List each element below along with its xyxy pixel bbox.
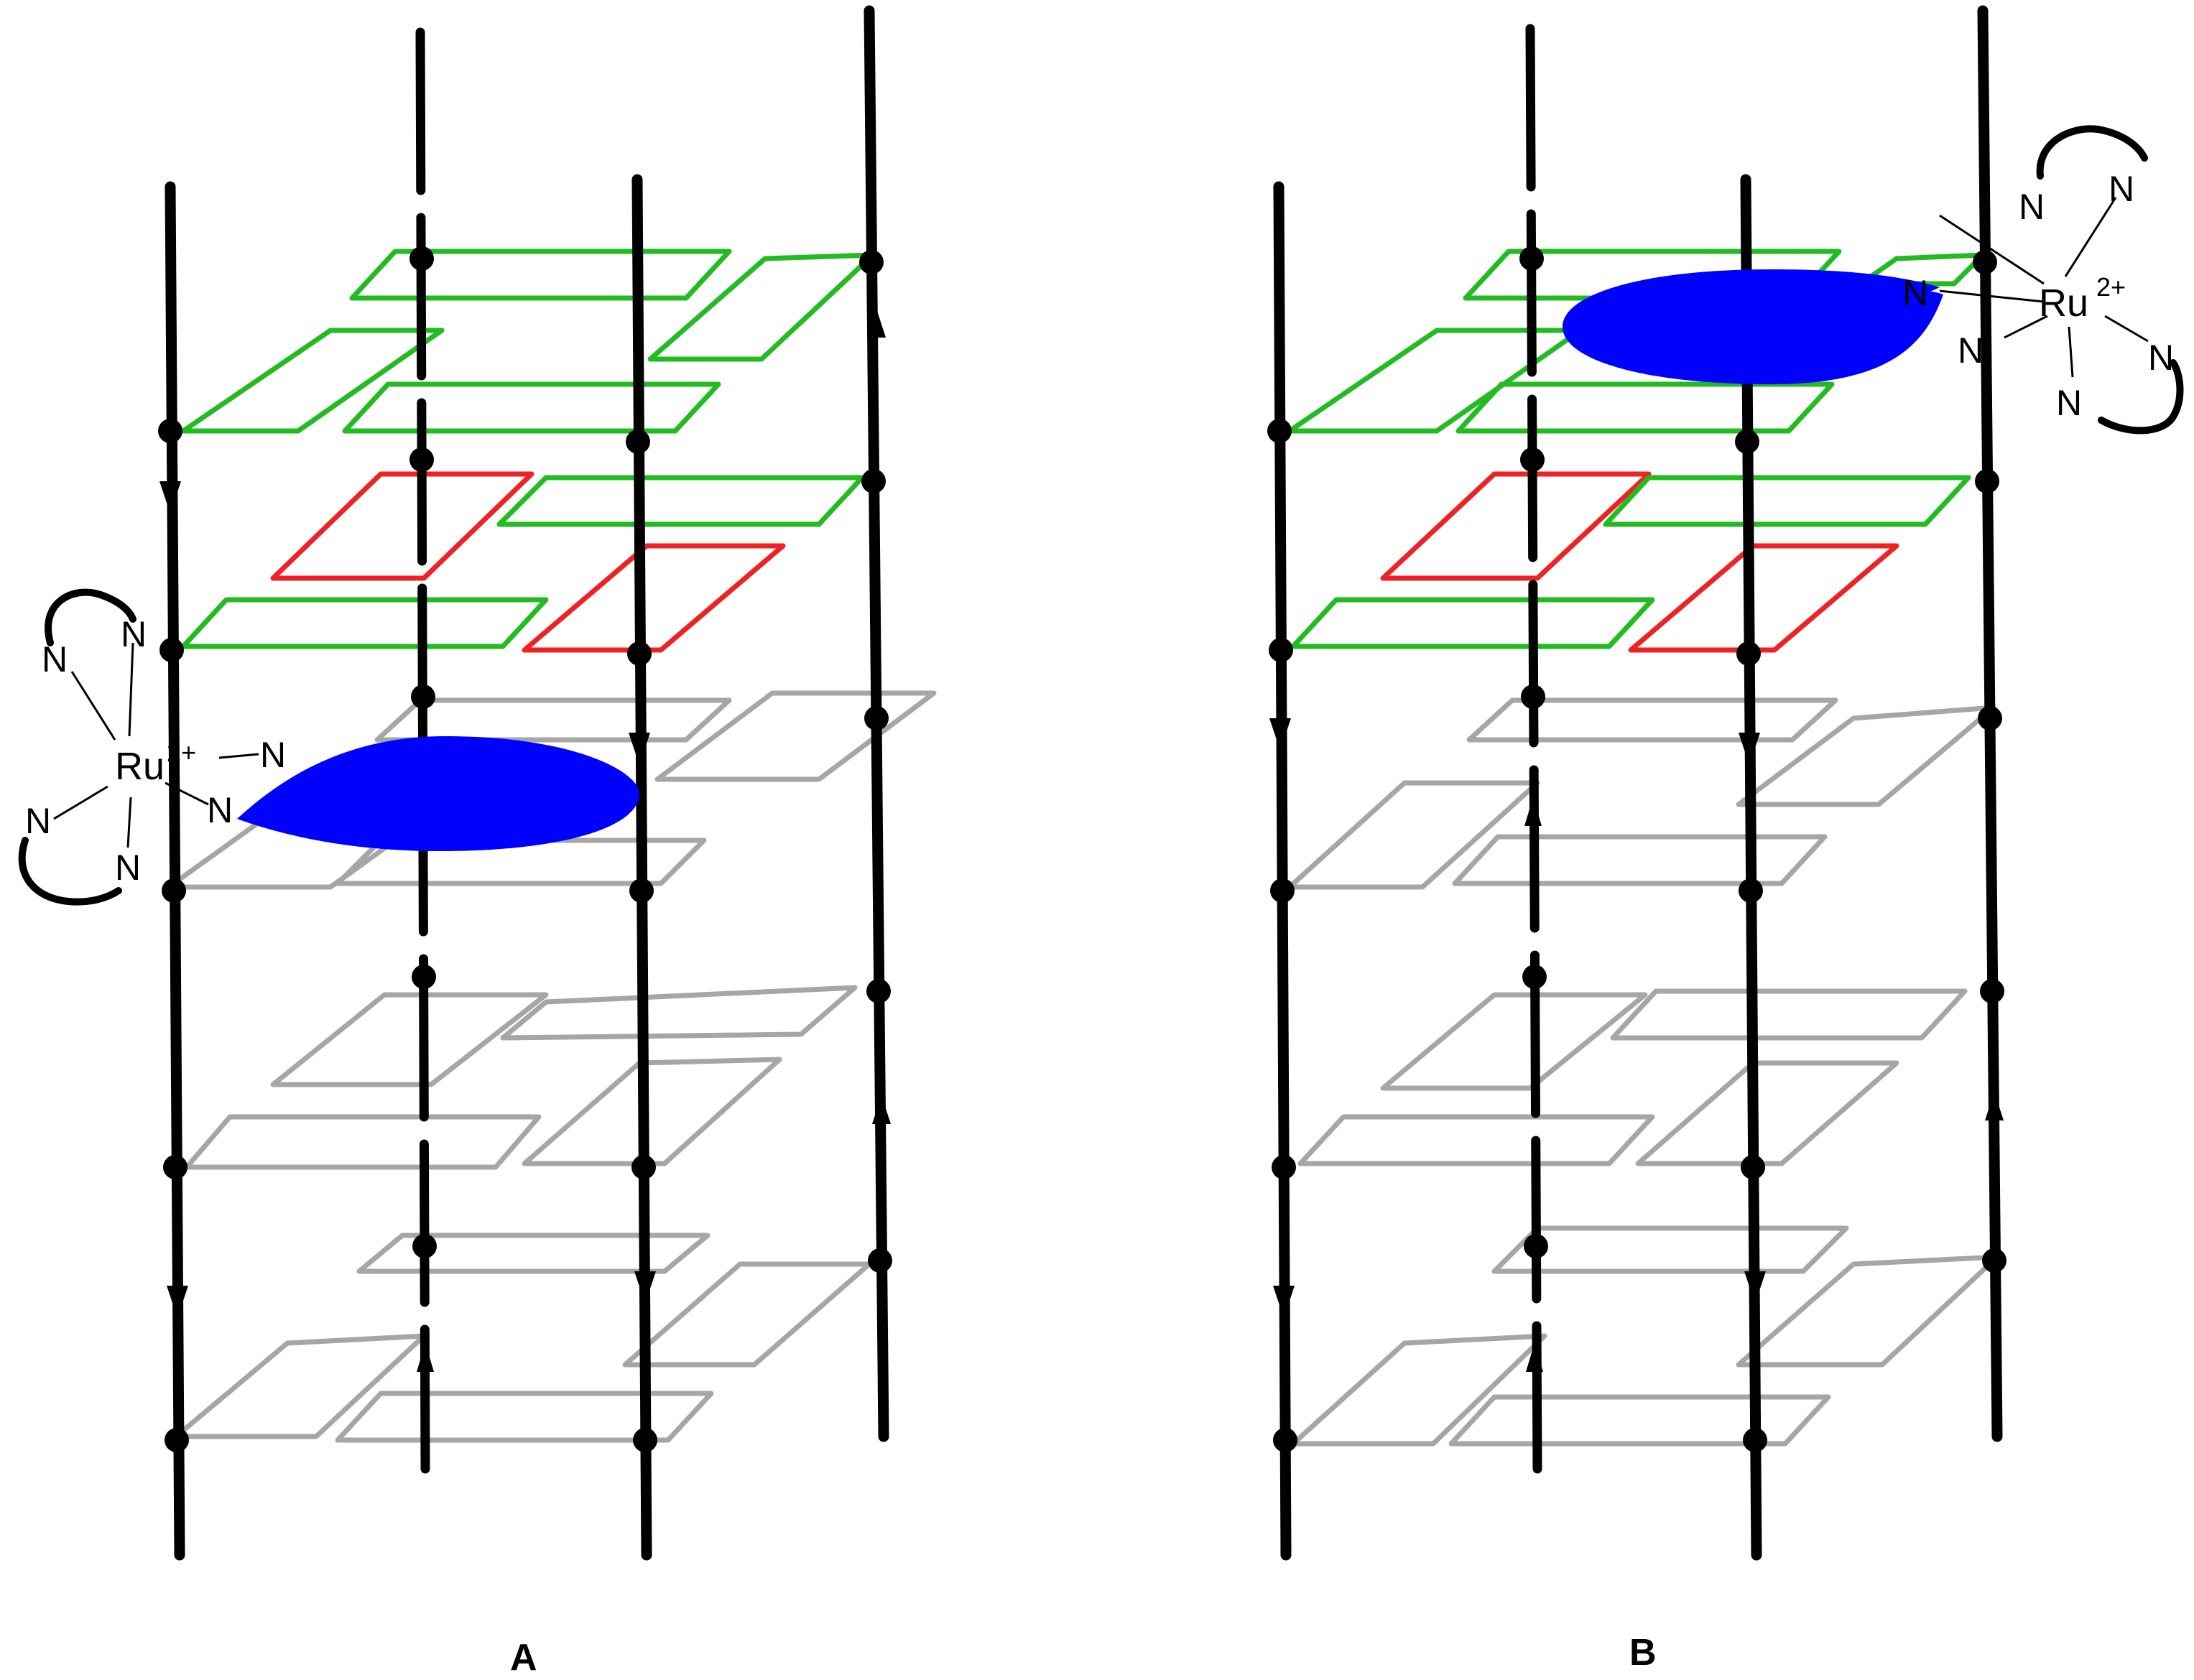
strand-arrows <box>1269 718 2004 1372</box>
upper-tetrads <box>180 249 876 653</box>
intercalating-ligand <box>1563 269 1943 384</box>
g-tetrad-2c <box>1290 597 1655 649</box>
n-atom-b2: N <box>2109 169 2134 209</box>
g-tetrad-2a <box>1380 471 1652 581</box>
lower-tetrads <box>1287 697 2000 1447</box>
strand-3 <box>1740 174 1762 1561</box>
ru-charge-b: 2+ <box>2096 272 2126 302</box>
panel-a: N N N N N N Ru 2+ A <box>18 5 937 1679</box>
g-tetrad-1b <box>647 252 876 362</box>
panel-label-b: B <box>1629 1632 1657 1674</box>
intercalating-ligand <box>237 736 639 851</box>
g-tetrad-2a <box>270 471 534 581</box>
ru-complex-b: N N N N N N Ru 2+ <box>1902 125 2184 435</box>
lower-tetrads <box>166 690 937 1443</box>
n-atom-b4: N <box>1958 330 1984 371</box>
n-atom-a4: N <box>207 790 233 830</box>
g-tetrad-2d <box>1628 543 1899 653</box>
n-atom-a3: N <box>260 735 286 775</box>
phosphate-nodes <box>158 246 892 1452</box>
g-tetrad-2c <box>180 597 549 649</box>
n-atom-a5: N <box>25 801 51 841</box>
g-tetrad-2d <box>522 543 786 653</box>
strand-1 <box>165 181 185 1561</box>
n-atom-b6: N <box>2056 383 2082 423</box>
n-atom-b5: N <box>2148 338 2174 378</box>
panel-b: N N N N N N Ru 2+ B <box>1267 5 2184 1674</box>
panel-label-a: A <box>510 1637 537 1676</box>
chelate-arc-bottom <box>2098 359 2184 435</box>
strand-1 <box>1273 181 1292 1561</box>
ru-charge-a: 2+ <box>167 738 196 767</box>
strand-arrows <box>159 309 891 1372</box>
n-atom-a1: N <box>42 639 68 679</box>
g-tetrad-2b <box>1603 475 1971 527</box>
ru-label-b: Ru <box>2039 282 2088 325</box>
g-tetrad-1c <box>1287 328 1583 434</box>
ru-complex-a: N N N N N N Ru 2+ <box>18 588 286 906</box>
g-tetrad-1d <box>1455 381 1835 434</box>
chelate-arc-bottom <box>18 837 122 906</box>
chelate-arc-top <box>2036 125 2148 180</box>
strands <box>1273 5 2003 1561</box>
chelate-arc-top <box>45 588 136 646</box>
strand-3 <box>631 174 652 1561</box>
g-tetrad-1a <box>349 249 732 301</box>
ru-label-a: Ru <box>115 745 165 788</box>
n-atom-a6: N <box>115 848 141 888</box>
phosphate-nodes <box>1267 246 2006 1452</box>
n-atom-b3: N <box>1902 273 1928 313</box>
g-tetrad-1c <box>180 328 445 434</box>
g-tetrad-2b <box>496 475 865 527</box>
g-tetrad-1d <box>342 381 721 434</box>
n-atom-a2: N <box>121 614 147 654</box>
n-atom-b1: N <box>2019 187 2045 227</box>
